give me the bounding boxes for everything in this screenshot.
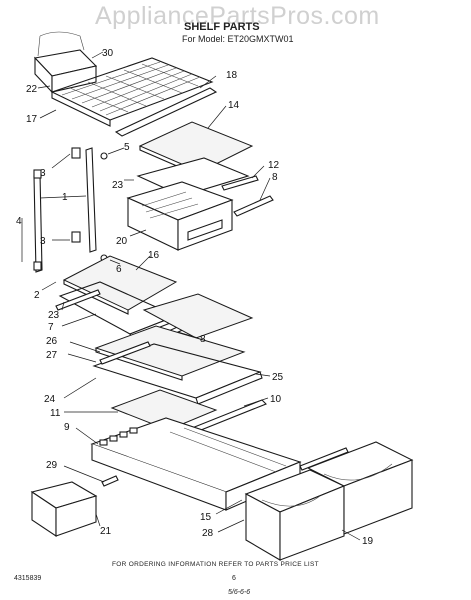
part-door-bin-21 — [30, 475, 119, 538]
handwritten-note: 5/6-6-6 — [228, 589, 250, 596]
callout-15: 15 — [200, 512, 212, 523]
callout-7: 7 — [48, 322, 54, 333]
part-rails-right-upper — [221, 175, 274, 217]
callout-23-upper: 23 — [112, 180, 124, 191]
callout-18: 18 — [226, 70, 238, 81]
part-wire-shelf-top — [50, 57, 214, 127]
callout-30: 30 — [102, 48, 114, 59]
callout-4: 4 — [16, 216, 22, 227]
callout-20: 20 — [116, 236, 128, 247]
callout-1: 1 — [62, 192, 68, 203]
callout-3-lower: 3 — [40, 236, 46, 247]
part-crisper-drawers-lower — [244, 441, 414, 561]
part-glass-shelf-16 — [62, 255, 178, 315]
part-glass-shelf-upper-stack — [142, 293, 254, 339]
callout-14: 14 — [228, 100, 240, 111]
callout-26: 26 — [46, 336, 58, 347]
diagram-title: SHELF PARTS — [184, 21, 260, 33]
callout-2: 2 — [34, 290, 40, 301]
callout-24: 24 — [44, 394, 56, 405]
callout-10: 10 — [270, 394, 282, 405]
part-shelf-stack-24-27 — [92, 325, 263, 405]
callout-11: 11 — [50, 408, 61, 419]
callout-6: 6 — [116, 264, 122, 275]
callout-12: 12 — [268, 160, 280, 171]
figure-code: 4315839 — [14, 575, 41, 582]
callout-5: 5 — [124, 142, 130, 153]
callout-28: 28 — [202, 528, 214, 539]
callout-19: 19 — [362, 536, 374, 547]
page-number: 6 — [232, 575, 236, 582]
callout-labels: 30 22 17 18 14 5 12 8 23 20 3 1 4 3 2 16… — [16, 48, 374, 547]
callout-9: 9 — [64, 422, 70, 433]
part-crisper-drawer-upper — [126, 157, 250, 251]
watermark: AppliancePartsPros.com — [95, 2, 380, 30]
callout-22: 22 — [26, 84, 38, 95]
part-door-bin-small — [33, 31, 98, 94]
leader-lines — [37, 51, 361, 541]
callout-8-upper: 8 — [272, 172, 278, 183]
part-vertical-supports-left — [21, 147, 108, 273]
callout-21: 21 — [100, 526, 112, 537]
part-crisper-housing-9 — [90, 417, 302, 511]
callout-16: 16 — [148, 250, 160, 261]
callout-17: 17 — [26, 114, 38, 125]
callout-3-upper: 3 — [40, 168, 46, 179]
model-number: For Model: ET20GMXTW01 — [182, 34, 294, 44]
callout-25: 25 — [272, 372, 284, 383]
part-shelf-rail-18 — [114, 87, 218, 137]
callout-29: 29 — [46, 460, 58, 471]
callout-27: 27 — [46, 350, 58, 361]
callout-8-middle: 8 — [200, 334, 206, 345]
ordering-info-note: FOR ORDERING INFORMATION REFER TO PARTS … — [112, 561, 319, 568]
callout-23-lower: 23 — [48, 310, 60, 321]
